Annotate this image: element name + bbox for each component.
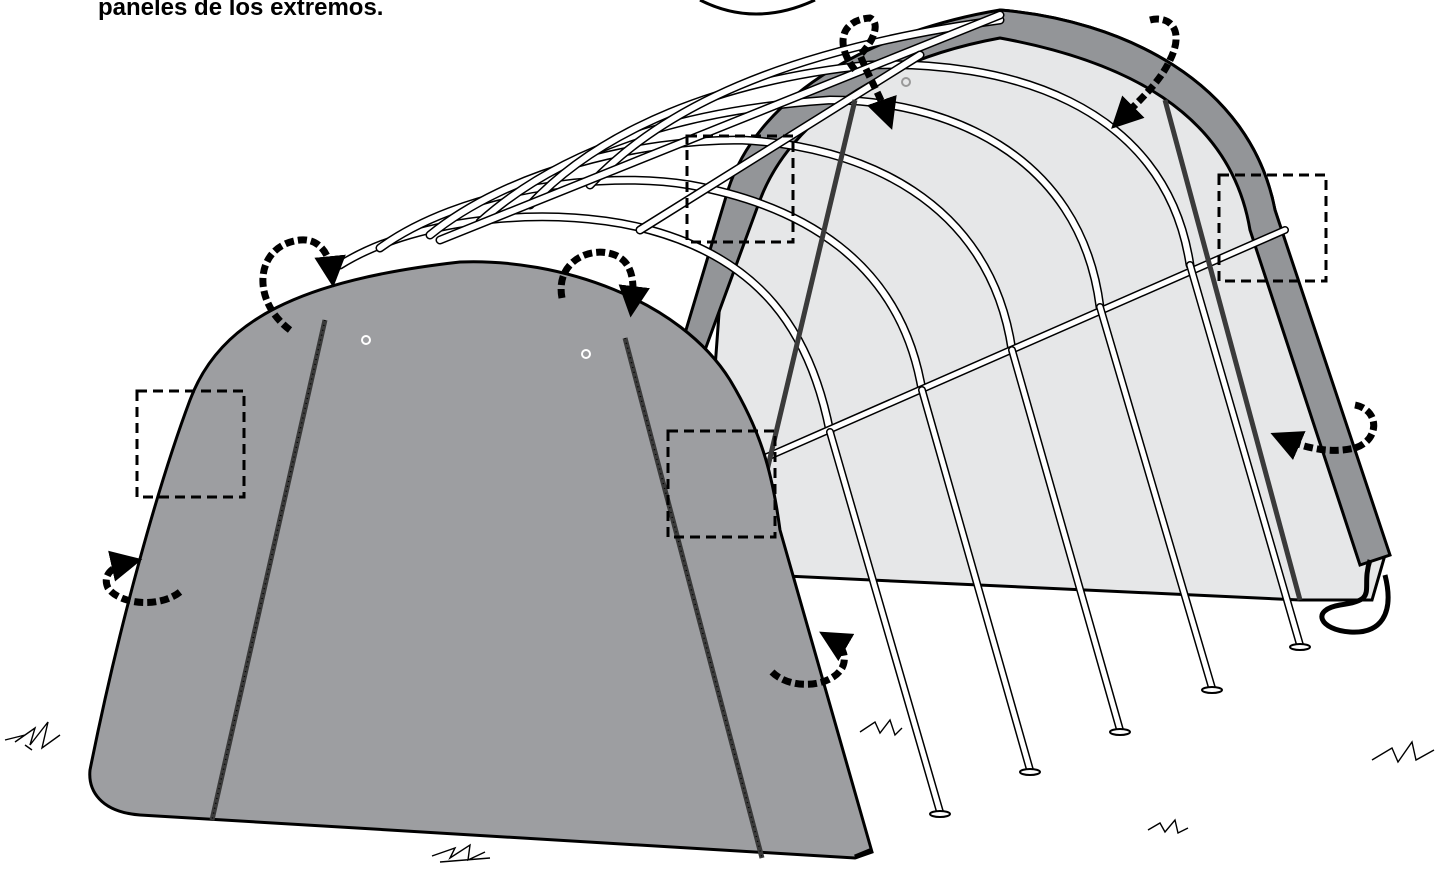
grommet bbox=[901, 77, 911, 87]
bungee-cord bbox=[1319, 559, 1391, 635]
callout-bubble-edge bbox=[699, 0, 816, 16]
fold-arrows bbox=[102, 14, 1378, 688]
grommet bbox=[581, 349, 591, 359]
panel-bottom-edge bbox=[854, 847, 873, 860]
grommet bbox=[361, 335, 371, 345]
front-end-panel bbox=[88, 260, 874, 860]
instruction-caption: paneles de los extremos. bbox=[98, 0, 384, 21]
side-purlin bbox=[756, 226, 1289, 464]
detail-callout-boxes bbox=[135, 134, 1328, 539]
cover-trim-band bbox=[677, 8, 1392, 567]
roof-frame bbox=[335, 10, 1195, 437]
rear-zippers bbox=[757, 99, 1303, 601]
front-zippers bbox=[209, 319, 765, 859]
grass-tufts bbox=[4, 718, 1435, 863]
frame-legs bbox=[826, 261, 1311, 818]
